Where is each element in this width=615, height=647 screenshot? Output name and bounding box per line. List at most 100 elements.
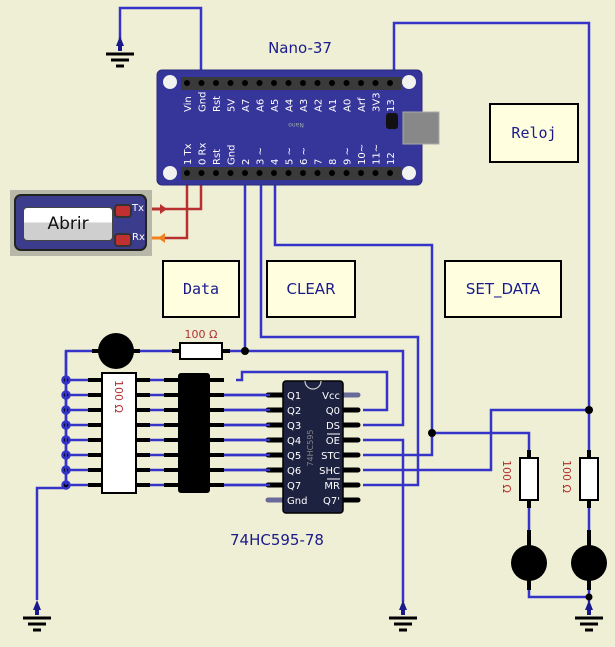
junction-dot xyxy=(585,593,593,601)
nano-pin-label: 4 xyxy=(270,159,281,165)
nano-pin-label: A5 xyxy=(270,99,281,112)
nano-pin-bottom[interactable] xyxy=(271,170,277,176)
nano-pin-top[interactable] xyxy=(329,80,335,86)
open-button[interactable]: Abrir xyxy=(23,207,113,241)
nano-pin-top[interactable] xyxy=(242,80,248,86)
probe-clock[interactable]: Reloj xyxy=(489,103,579,163)
nano-pin-bottom[interactable] xyxy=(358,170,364,176)
wire-tx[interactable] xyxy=(160,172,189,240)
nano-pin-label: 9 ~ xyxy=(343,147,354,165)
mount-hole-icon xyxy=(163,75,177,89)
wire-pin3-clear[interactable] xyxy=(259,172,420,487)
nano-pin-top[interactable] xyxy=(213,80,219,86)
nano-pin-label: 1 Tx xyxy=(183,143,194,165)
resistor-top[interactable]: 100 Ω xyxy=(172,328,230,360)
nano-pin-bottom[interactable] xyxy=(184,170,190,176)
nano-pin-label: 5V xyxy=(227,99,238,112)
nano-pin-bottom[interactable] xyxy=(300,170,306,176)
chip-pin-label: Q3 xyxy=(287,421,301,432)
probe-clock-label: Reloj xyxy=(511,124,557,142)
junction-dot xyxy=(428,429,436,437)
nano-pin-top[interactable] xyxy=(271,80,277,86)
probe-clear[interactable]: CLEAR xyxy=(266,260,356,318)
rx-arrow-icon xyxy=(158,233,165,243)
nano-pin-label: 3V3 xyxy=(372,92,383,112)
serial-terminal: Abrir Tx Rx xyxy=(10,190,152,256)
nano-pin-top[interactable] xyxy=(256,80,263,86)
ground-icon xyxy=(23,600,51,632)
resistor-array-label: 100 Ω xyxy=(112,380,125,413)
chip-pin-label: Q6 xyxy=(287,466,301,477)
nano-pin-label: Arf xyxy=(357,97,368,112)
tx-arrow-icon xyxy=(160,204,167,214)
tx-led-icon xyxy=(114,204,132,218)
led-bar-graph[interactable] xyxy=(178,373,210,493)
probe-set-data[interactable]: SET_DATA xyxy=(444,260,562,318)
wire-q0-loop[interactable] xyxy=(236,370,389,412)
nano-pin-label: A6 xyxy=(256,99,267,112)
shift-register-74hc595[interactable]: 74HC595 Q1Q2Q3Q4Q5Q6Q7GndVccQ0DSOESTCSHC… xyxy=(210,380,361,514)
nano-pin-bottom[interactable] xyxy=(329,170,335,176)
chip-pin-label: Q0 xyxy=(326,406,340,417)
ground-icon xyxy=(106,36,134,68)
nano-pin-bottom[interactable] xyxy=(198,170,205,176)
nano-pin-top[interactable] xyxy=(285,80,292,86)
wire-oe-gnd[interactable] xyxy=(363,438,405,602)
nano-pin-top[interactable] xyxy=(358,80,364,86)
nano-pin-top[interactable] xyxy=(198,80,205,86)
nano-pin-top[interactable] xyxy=(314,80,321,86)
chip-pin-label: MR xyxy=(324,481,340,492)
led-right-2[interactable] xyxy=(571,530,607,590)
nano-pin-label: Gnd xyxy=(198,92,209,112)
probe-set-data-label: SET_DATA xyxy=(465,280,541,298)
nano-pin-top[interactable] xyxy=(372,80,379,86)
nano-pin-top[interactable] xyxy=(227,80,234,86)
chip-pin-label: Q2 xyxy=(287,406,301,417)
nano-pin-label: 6 ~ xyxy=(299,147,310,165)
junction-dot xyxy=(241,347,249,355)
nano-pin-bottom[interactable] xyxy=(285,170,292,176)
ground-icon xyxy=(575,600,603,632)
chip-pin-label: DS xyxy=(326,421,340,432)
nano-pin-label: Rst xyxy=(212,149,223,165)
reset-button-icon xyxy=(386,113,398,129)
mount-hole-icon xyxy=(163,166,177,180)
nano-pin-bottom[interactable] xyxy=(242,170,248,176)
nano-pin-bottom[interactable] xyxy=(213,170,219,176)
wire-shc[interactable] xyxy=(363,408,589,472)
open-button-label: Abrir xyxy=(47,214,89,234)
resistor-right-2[interactable]: 100 Ω xyxy=(560,450,599,508)
wire-pin4-setdata[interactable] xyxy=(273,172,434,433)
nano-pin-bottom[interactable] xyxy=(387,170,393,176)
probe-data[interactable]: Data xyxy=(162,260,240,318)
resistor-right-1[interactable]: 100 Ω xyxy=(500,450,539,508)
wire-leds-gnd[interactable] xyxy=(527,585,591,599)
nano-pin-top[interactable] xyxy=(343,80,350,86)
probe-data-label: Data xyxy=(182,280,220,298)
nano-pin-label: Gnd xyxy=(227,145,238,165)
nano-pin-bottom[interactable] xyxy=(227,170,234,176)
nano-pin-label: A1 xyxy=(328,99,339,112)
nano-pin-bottom[interactable] xyxy=(256,170,263,176)
nano-pin-bottom[interactable] xyxy=(314,170,321,176)
led-top[interactable] xyxy=(92,333,140,369)
rx-led-icon xyxy=(114,233,132,247)
nano-pin-top[interactable] xyxy=(387,80,393,86)
nano-pin-top[interactable] xyxy=(300,80,306,86)
nano-pin-top[interactable] xyxy=(184,80,190,86)
resistor-array[interactable]: 100 Ω xyxy=(88,372,224,494)
nano-pin-label: 11~ xyxy=(372,144,383,165)
nano-pin-label: A7 xyxy=(241,99,252,112)
nano-pin-label: A3 xyxy=(299,99,310,112)
mount-hole-icon xyxy=(402,166,416,180)
wire-gnd-top[interactable] xyxy=(118,6,203,83)
nano-pin-bottom[interactable] xyxy=(372,170,379,176)
nano-pin-bottom[interactable] xyxy=(343,170,350,176)
wire-stc[interactable] xyxy=(363,431,531,458)
wire-pin13-clock[interactable] xyxy=(392,21,591,458)
nano-pin-label: 2 xyxy=(241,159,252,165)
wire-left-gnd[interactable] xyxy=(35,486,66,600)
wire-data-ds[interactable] xyxy=(230,349,405,427)
led-right-1[interactable] xyxy=(511,530,547,590)
